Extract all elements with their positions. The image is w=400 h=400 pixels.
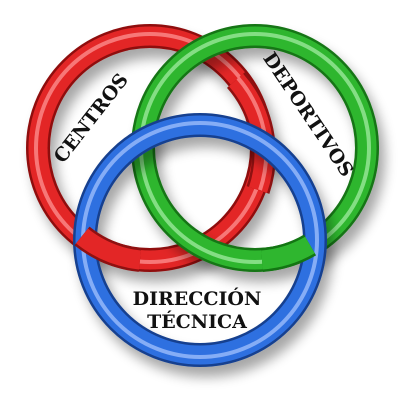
label-tecnica: TÉCNICA: [147, 310, 247, 333]
label-direccion: DIRECCIÓN: [133, 287, 262, 310]
green-ring-overlap: [260, 234, 317, 272]
red-ring-overlap-2: [74, 226, 142, 272]
